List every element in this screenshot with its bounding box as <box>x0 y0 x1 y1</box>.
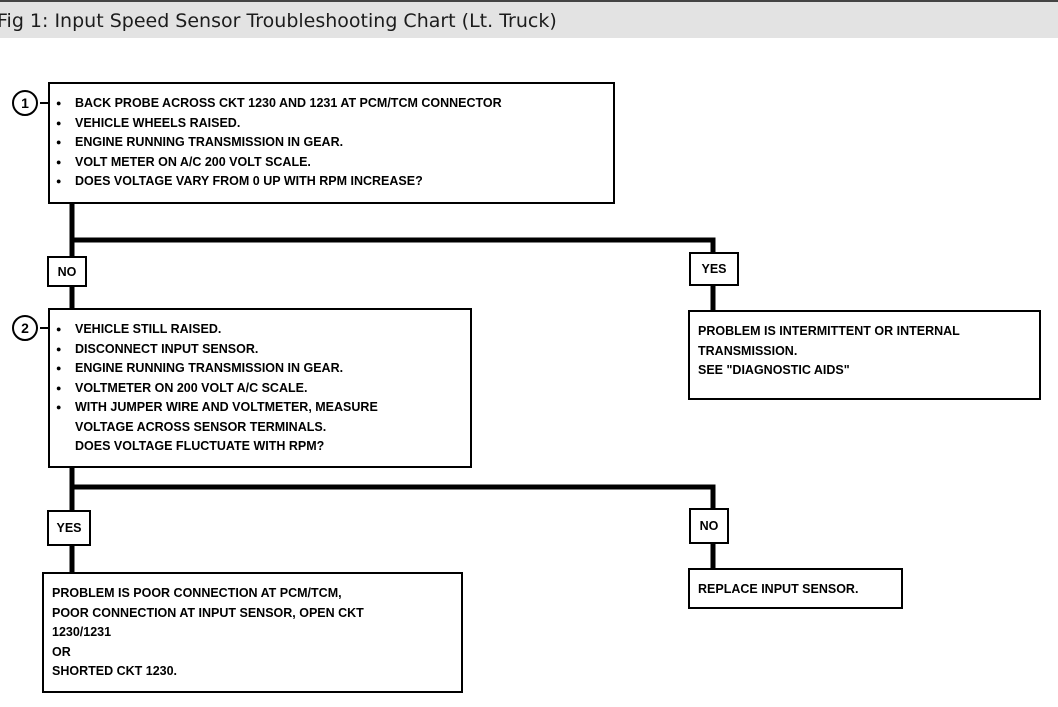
result-line: TRANSMISSION. <box>698 343 798 358</box>
step2-box: VEHICLE STILL RAISED. DISCONNECT INPUT S… <box>48 308 472 468</box>
step2-continuation: DOES VOLTAGE FLUCTUATE WITH RPM? <box>75 439 325 453</box>
step1-item: VOLT METER ON A/C 200 VOLT SCALE. <box>50 153 603 173</box>
step1-number-badge: 1 <box>12 90 38 116</box>
step1-item: VEHICLE WHEELS RAISED. <box>50 114 603 134</box>
result-line: POOR CONNECTION AT INPUT SENSOR, OPEN CK… <box>52 605 364 620</box>
result-line: 1230/1231 <box>52 625 112 639</box>
step1-item: DOES VOLTAGE VARY FROM 0 UP WITH RPM INC… <box>50 172 603 192</box>
result-line: REPLACE INPUT SENSOR. <box>698 582 859 596</box>
step1-item: BACK PROBE ACROSS CKT 1230 AND 1231 AT P… <box>50 94 603 114</box>
result-line: SEE "DIAGNOSTIC AIDS" <box>698 363 850 377</box>
step2-item: VEHICLE STILL RAISED. <box>50 320 460 340</box>
result-line: PROBLEM IS POOR CONNECTION AT PCM/TCM, <box>52 586 342 600</box>
step2-item: VOLTMETER ON 200 VOLT A/C SCALE. <box>50 379 460 399</box>
step1-box: BACK PROBE ACROSS CKT 1230 AND 1231 AT P… <box>48 82 615 204</box>
step2-no-result-box: REPLACE INPUT SENSOR. <box>688 568 903 609</box>
step1-item: ENGINE RUNNING TRANSMISSION IN GEAR. <box>50 133 603 153</box>
result-line: SHORTED CKT 1230. <box>52 664 178 678</box>
step2-number-badge: 2 <box>12 315 38 341</box>
figure-caption: Fig 1: Input Speed Sensor Troubleshootin… <box>0 10 557 32</box>
step2-item: ENGINE RUNNING TRANSMISSION IN GEAR. <box>50 359 460 379</box>
step1-no-label: NO <box>47 256 87 287</box>
step2-no-label: NO <box>689 508 729 544</box>
step1-yes-result-box: PROBLEM IS INTERMITTENT OR INTERNAL TRAN… <box>688 310 1041 400</box>
result-line: PROBLEM IS INTERMITTENT OR INTERNAL <box>698 324 960 338</box>
step2-item: DISCONNECT INPUT SENSOR. <box>50 340 460 360</box>
step1-yes-label: YES <box>689 252 739 286</box>
step2-yes-label: YES <box>47 510 91 546</box>
step1-list: BACK PROBE ACROSS CKT 1230 AND 1231 AT P… <box>50 94 603 192</box>
step2-item: WITH JUMPER WIRE AND VOLTMETER, MEASURE <box>50 398 460 418</box>
result-line: OR <box>52 644 71 659</box>
step2-yes-result-box: PROBLEM IS POOR CONNECTION AT PCM/TCM, P… <box>42 572 463 693</box>
step2-list: VEHICLE STILL RAISED. DISCONNECT INPUT S… <box>50 320 460 457</box>
figure-caption-bar: Fig 1: Input Speed Sensor Troubleshootin… <box>0 0 1058 38</box>
step2-continuation: VOLTAGE ACROSS SENSOR TERMINALS. <box>75 419 327 434</box>
